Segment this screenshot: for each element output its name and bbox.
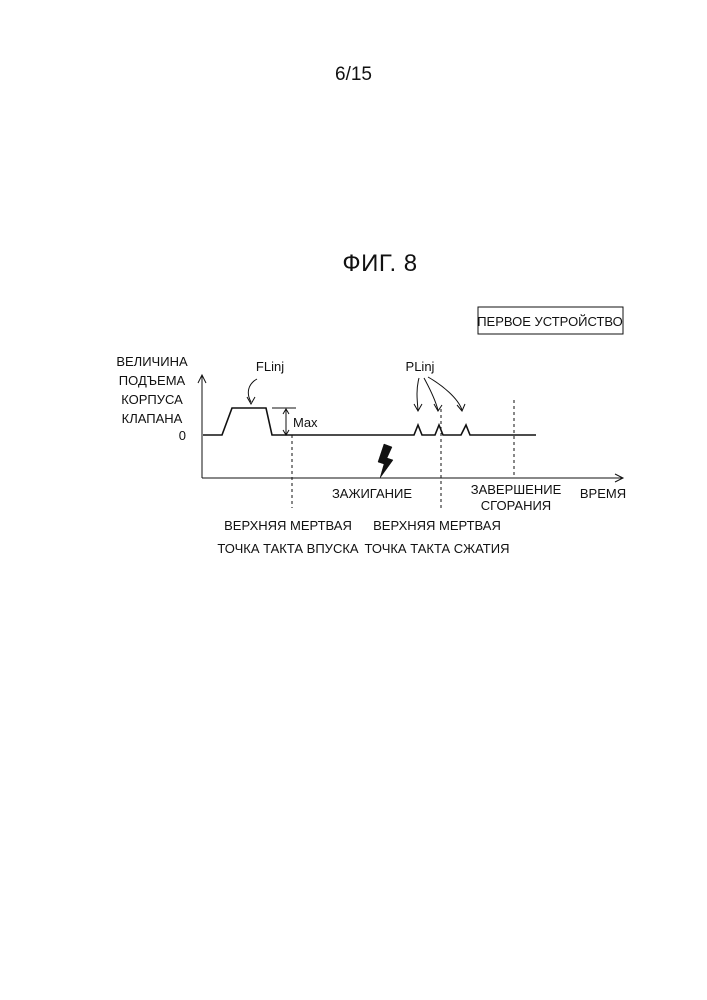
compression-tdc-label-line-1: ВЕРХНЯЯ МЕРТВАЯ — [373, 518, 501, 533]
y-axis-label-line-1: ВЕЛИЧИНА — [116, 354, 188, 369]
zero-label: 0 — [179, 428, 186, 443]
y-axis-label-line-3: КОРПУСА — [121, 392, 183, 407]
ignition-spark-icon — [378, 444, 393, 478]
valve-lift-curve — [203, 408, 536, 435]
x-axis-label: ВРЕМЯ — [580, 486, 626, 501]
device-label: ПЕРВОЕ УСТРОЙСТВО — [477, 314, 623, 329]
intake-tdc-label-line-2: ТОЧКА ТАКТА ВПУСКА — [217, 541, 358, 556]
y-axis-label-line-2: ПОДЪЕМА — [119, 373, 186, 388]
device-label-box: ПЕРВОЕ УСТРОЙСТВО — [477, 307, 623, 334]
combustion-end-label-line-1: ЗАВЕРШЕНИЕ — [471, 482, 562, 497]
plinj-arrow-3 — [428, 377, 462, 410]
max-label: Max — [293, 415, 318, 430]
compression-tdc-label-line-2: ТОЧКА ТАКТА СЖАТИЯ — [365, 541, 510, 556]
y-axis-label: ВЕЛИЧИНА ПОДЪЕМА КОРПУСА КЛАПАНА — [116, 354, 188, 426]
plinj-arrow-2 — [424, 378, 438, 410]
flinj-arrow — [248, 379, 257, 402]
ignition-label: ЗАЖИГАНИЕ — [332, 486, 412, 501]
flinj-arrowhead — [247, 397, 255, 404]
intake-tdc-label-line-1: ВЕРХНЯЯ МЕРТВАЯ — [224, 518, 352, 533]
plinj-label: PLinj — [406, 359, 435, 374]
plinj-arrow-1 — [417, 378, 419, 410]
y-axis-label-line-4: КЛАПАНА — [122, 411, 183, 426]
combustion-end-label-line-2: СГОРАНИЯ — [481, 498, 551, 513]
flinj-label: FLinj — [256, 359, 284, 374]
